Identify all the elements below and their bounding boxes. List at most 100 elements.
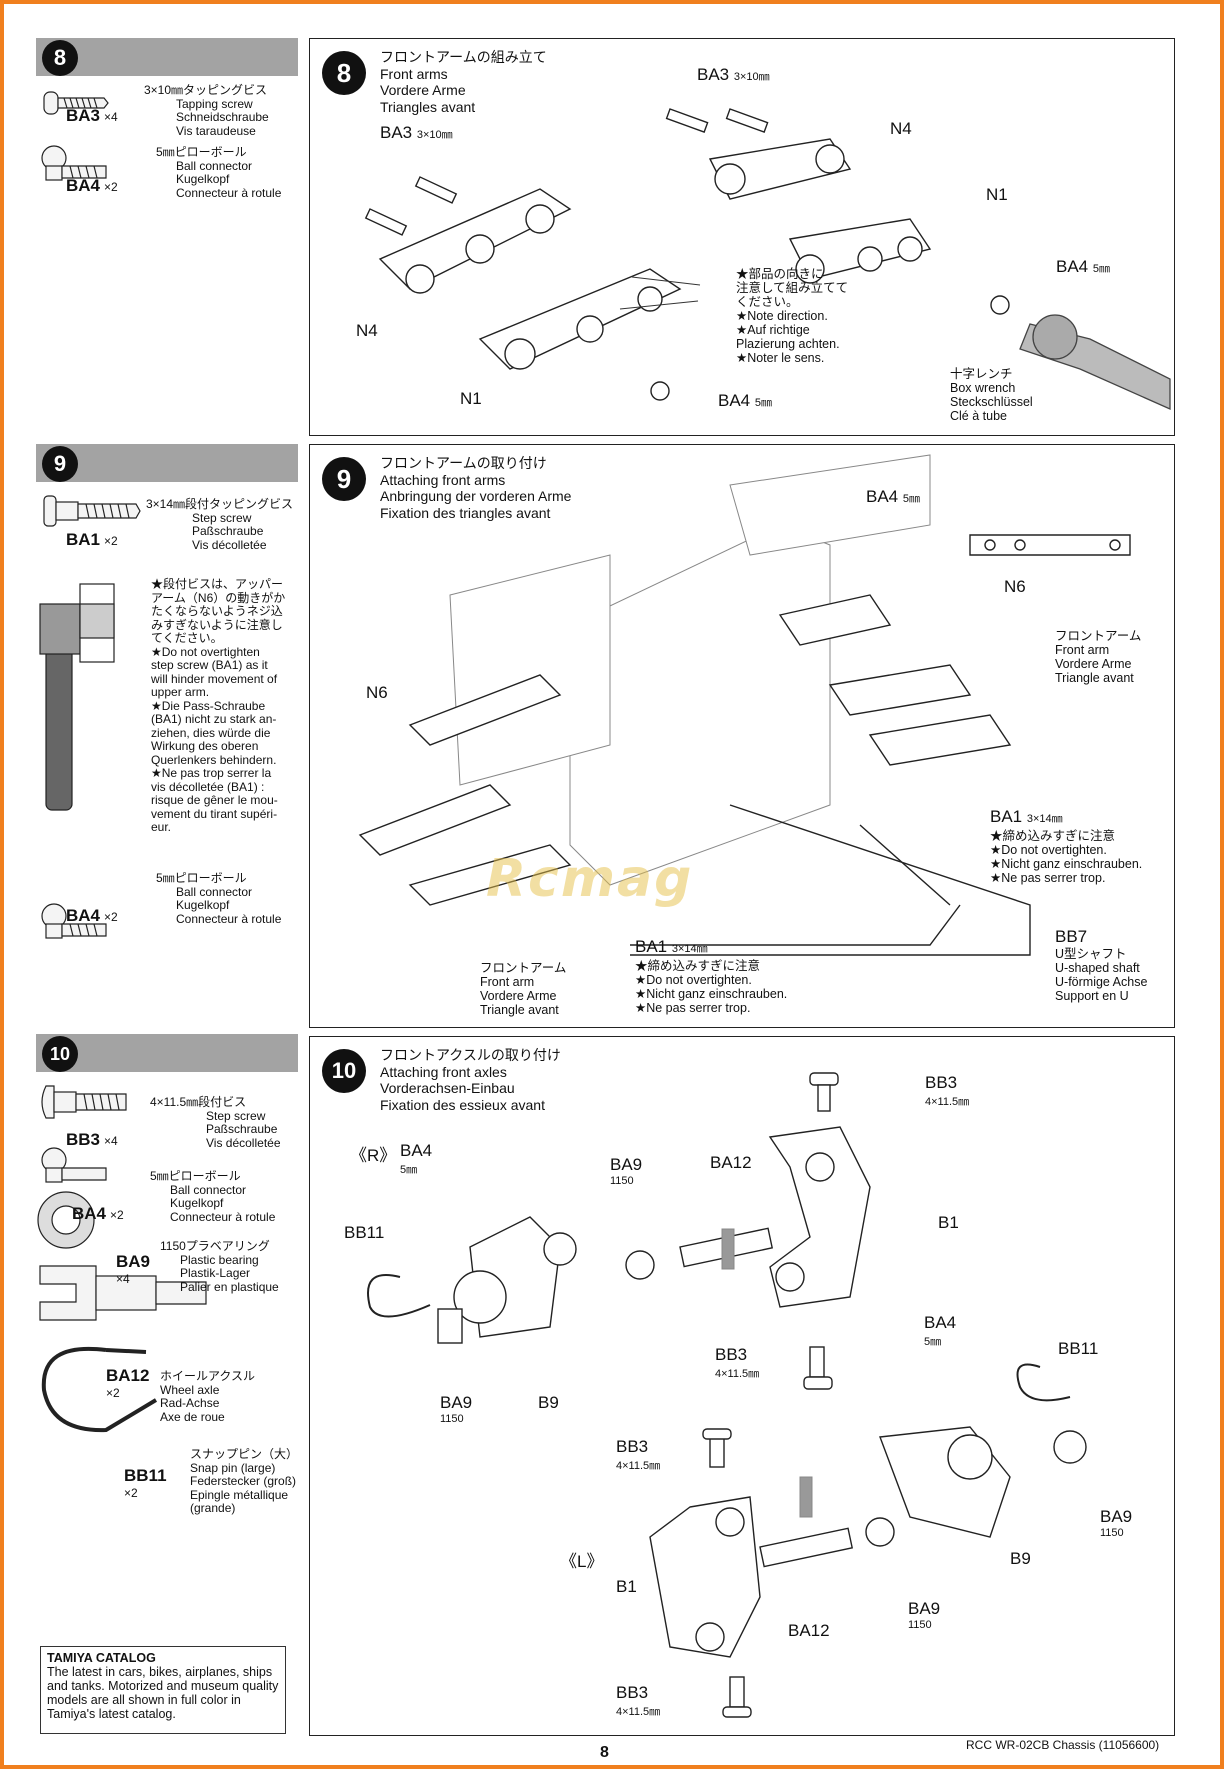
ba1-bottom-note: ★締め込みすぎに注意★Do not overtighten.★Nicht gan… xyxy=(635,959,788,1015)
plastic-bearing-icon xyxy=(37,1191,95,1249)
label-ba4-bottom: BA4 5㎜ xyxy=(718,391,772,410)
step8-title: フロントアームの組み立て Front arms Vordere Arme Tri… xyxy=(380,49,547,115)
step10-header-bar: 10 xyxy=(36,1034,298,1072)
label-n6-right: N6 xyxy=(1004,577,1026,596)
label-n1-left: N1 xyxy=(460,389,482,408)
label-b9-r: B9 xyxy=(538,1393,559,1412)
label-ba3-left: BA3 3×10㎜ xyxy=(380,123,453,142)
part-code-ba4: BA4×2 xyxy=(66,176,118,195)
part-desc-bb3: 4×11.5㎜段付ビス Step screw Paßschraube Vis d… xyxy=(150,1095,281,1150)
label-l: 《L》 xyxy=(560,1552,604,1571)
label-n6-left: N6 xyxy=(366,683,388,702)
part-desc-ba9: 1150プラベアリング Plastic bearing Plastik-Lage… xyxy=(160,1239,279,1294)
part-code-ba9: BA9×4 xyxy=(116,1252,151,1286)
step8-header-bar: 8 xyxy=(36,38,298,76)
step10-big-number: 10 xyxy=(322,1049,366,1093)
step10-parts-drawings xyxy=(37,1085,207,1433)
label-b1-r: B1 xyxy=(938,1213,959,1232)
part-desc-ba4: 5㎜ピローボール Ball connector Kugelkopf Connec… xyxy=(156,871,282,926)
step9-number: 9 xyxy=(42,446,78,482)
step9-panel: 9 フロントアームの取り付け Attaching front arms Anbr… xyxy=(309,444,1175,1028)
label-ba1-right: BA1 3×14㎜ xyxy=(990,807,1063,826)
step9-header-bar: 9 xyxy=(36,444,298,482)
step10-parts: 10 BB3×4 4×11.5㎜段付ビス Step scre xyxy=(36,1034,298,1634)
ball-connector-icon xyxy=(41,145,107,181)
label-b1-l: B1 xyxy=(616,1577,637,1596)
step-screw-icon xyxy=(43,495,141,527)
catalog-title: TAMIYA CATALOG xyxy=(47,1651,156,1665)
label-n4-right: N4 xyxy=(890,119,912,138)
part-desc-bb11: スナップピン（大） Snap pin (large) Federstecker … xyxy=(190,1447,299,1515)
label-bb11-l: BB11 xyxy=(1058,1339,1099,1358)
label-n4-left: N4 xyxy=(356,321,378,340)
label-b9-l: B9 xyxy=(1010,1549,1031,1568)
label-ba4-right: BA4 5㎜ xyxy=(1056,257,1110,276)
part-code-ba3: BA3×4 xyxy=(66,106,118,125)
snap-pin-icon xyxy=(367,1274,1071,1402)
label-ba4: BA4 5㎜ xyxy=(866,487,920,506)
step8-parts: 8 BA3×4 3×10㎜タッピングビス Tapping screw Schne… xyxy=(36,38,298,358)
step9-big-number: 9 xyxy=(322,457,366,501)
ba1-right-note: ★締め込みすぎに注意★Do not overtighten.★Nicht gan… xyxy=(990,829,1143,885)
ball-connector-icon xyxy=(41,1147,107,1183)
label-r: 《R》 xyxy=(350,1146,397,1165)
part-code-ba1: BA1×2 xyxy=(66,530,118,549)
step8-big-number: 8 xyxy=(322,51,366,95)
step10-panel: 10 フロントアクスルの取り付け Attaching front axles V… xyxy=(309,1036,1175,1736)
part-desc-ba12: ホイールアクスル Wheel axle Rad-Achse Axe de rou… xyxy=(160,1369,256,1424)
label-n1-right: N1 xyxy=(986,185,1008,204)
part-desc-ba4: 5㎜ピローボール Ball connector Kugelkopf Connec… xyxy=(156,145,282,200)
label-bb11-r: BB11 xyxy=(344,1223,385,1242)
step9-overtighten-note: ★段付ビスは、アッパーアーム（N6）の動きがかたくならないようネジ込みすぎないよ… xyxy=(151,577,286,834)
label-ba12-r: BA12 xyxy=(710,1153,752,1172)
box-wrench-icon xyxy=(1019,314,1171,411)
step-screw-icon xyxy=(41,1085,127,1119)
watermark: Rcmag xyxy=(486,849,694,909)
part-desc-ba1: 3×14㎜段付タッピングビス Step screw Paßschraube Vi… xyxy=(146,497,294,552)
ball-connector-icon xyxy=(41,903,107,939)
step9-parts: 9 BA1×2 3×14㎜段付タッピングビス Step screw Paßsch… xyxy=(36,444,298,1024)
step9-title: フロントアームの取り付け Attaching front arms Anbrin… xyxy=(380,455,572,521)
step8-diagram xyxy=(364,108,1171,411)
part-code-ba12: BA12×2 xyxy=(106,1366,150,1400)
step8-panel: 8 フロントアームの組み立て Front arms Vordere Arme T… xyxy=(309,38,1175,436)
part-code-ba4: BA4×2 xyxy=(66,906,118,925)
tapping-screw-icon xyxy=(43,91,109,115)
page-number: 8 xyxy=(600,1744,609,1761)
step8-parts-drawings xyxy=(41,91,109,181)
step8-direction-note: ★部品の向きに注意して組み立ててください。 ★Note direction.★A… xyxy=(736,267,849,365)
part-code-bb3: BB3×4 xyxy=(66,1130,118,1149)
part-code-ba4: BA4×2 xyxy=(72,1204,124,1223)
label-ba1-bottom: BA1 3×14㎜ xyxy=(635,937,708,956)
part-desc-ba4: 5㎜ピローボール Ball connector Kugelkopf Connec… xyxy=(150,1169,276,1224)
step10-diagram xyxy=(367,1072,1087,1718)
catalog-text: The latest in cars, bikes, airplanes, sh… xyxy=(47,1665,279,1721)
upper-arm-detail-icon xyxy=(39,583,115,811)
footer-model: RCC WR-02CB Chassis (11056600) xyxy=(966,1738,1160,1752)
step9-diagram xyxy=(358,454,1131,956)
label-ba12-l: BA12 xyxy=(788,1621,830,1640)
tamiya-catalog-box: TAMIYA CATALOG The latest in cars, bikes… xyxy=(40,1646,286,1734)
wheel-axle-icon xyxy=(39,1265,207,1321)
part-desc-ba3: 3×10㎜タッピングビス Tapping screw Schneidschrau… xyxy=(144,83,269,138)
label-ba3-right: BA3 3×10㎜ xyxy=(697,65,770,84)
step10-title: フロントアクスルの取り付け Attaching front axles Vord… xyxy=(380,1047,561,1113)
step10-number: 10 xyxy=(42,1036,78,1072)
step9-parts-drawings xyxy=(39,495,141,939)
part-code-bb11: BB11×2 xyxy=(124,1466,167,1500)
step8-number: 8 xyxy=(42,40,78,76)
